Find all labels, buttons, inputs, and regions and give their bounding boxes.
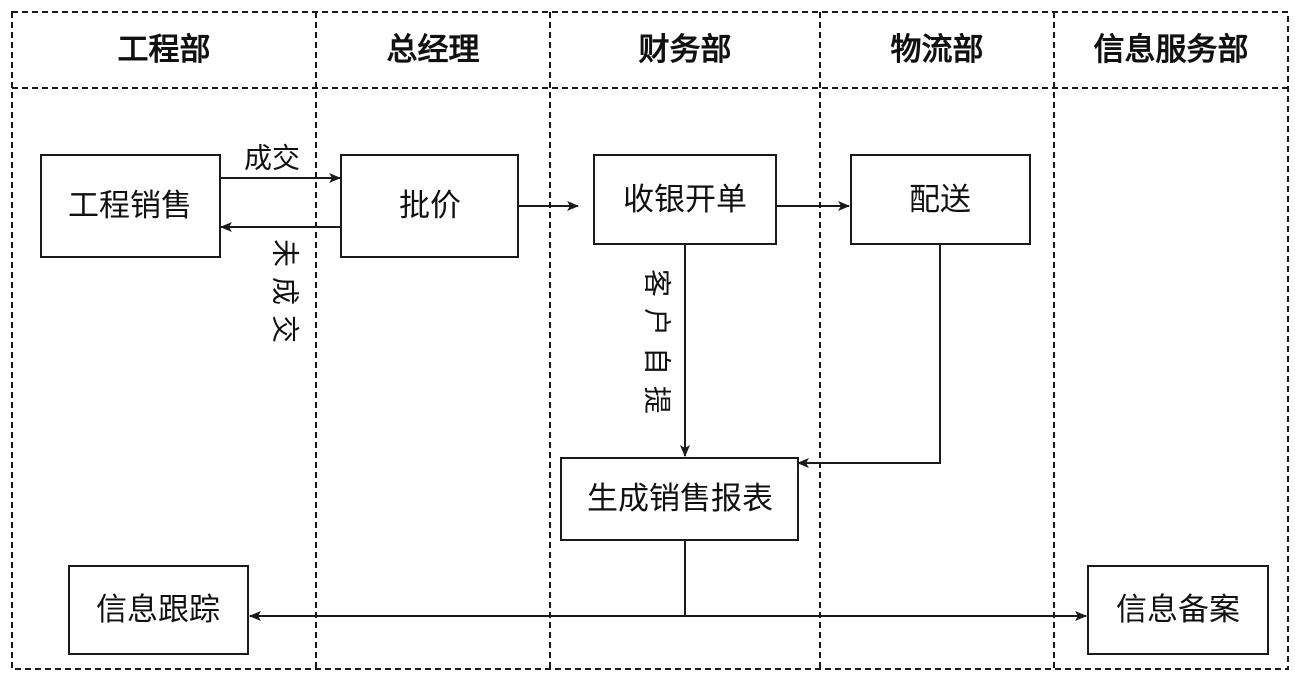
- node-price-approval-label: 批价: [399, 188, 461, 224]
- node-info-archive: [1087, 565, 1269, 655]
- node-delivery-label: 配送: [909, 182, 971, 218]
- edge-label-no-deal-char: 交: [269, 315, 302, 343]
- lane-engineering-header: 工程部: [118, 32, 211, 68]
- edge-label-self-pickup: 客 户 自 提: [641, 269, 674, 414]
- edge-label-self-pickup-char: 提: [641, 386, 674, 414]
- node-sales-report: [560, 457, 799, 541]
- lane-general-manager-header: 总经理: [387, 32, 480, 68]
- edge-label-deal: 成交: [244, 142, 300, 175]
- node-info-tracking-label: 信息跟踪: [96, 592, 220, 628]
- diagram-frame: [11, 11, 1289, 670]
- edge-label-self-pickup-char: 自: [641, 347, 674, 375]
- node-sales-report-label: 生成销售报表: [587, 481, 773, 517]
- arrow-delivery-to-report: [797, 244, 941, 468]
- node-cashier-billing: [593, 154, 777, 245]
- node-info-archive-label: 信息备案: [1116, 592, 1240, 628]
- node-cashier-billing-label: 收银开单: [623, 182, 747, 218]
- node-delivery: [850, 154, 1031, 245]
- edge-label-self-pickup-char: 户: [641, 308, 674, 336]
- lane-info-service-header: 信息服务部: [1094, 32, 1249, 68]
- node-price-approval: [340, 154, 519, 258]
- node-engineering-sales: [40, 154, 221, 258]
- edge-label-no-deal-char: 成: [269, 277, 302, 305]
- edge-label-no-deal: 未 成 交: [269, 239, 302, 343]
- lane-logistics-header: 物流部: [891, 32, 984, 68]
- lane-finance-header: 财务部: [639, 32, 732, 68]
- node-info-tracking: [68, 565, 249, 655]
- node-engineering-sales-label: 工程销售: [68, 188, 192, 224]
- edge-label-no-deal-char: 未: [269, 239, 302, 267]
- edge-label-self-pickup-char: 客: [641, 269, 674, 297]
